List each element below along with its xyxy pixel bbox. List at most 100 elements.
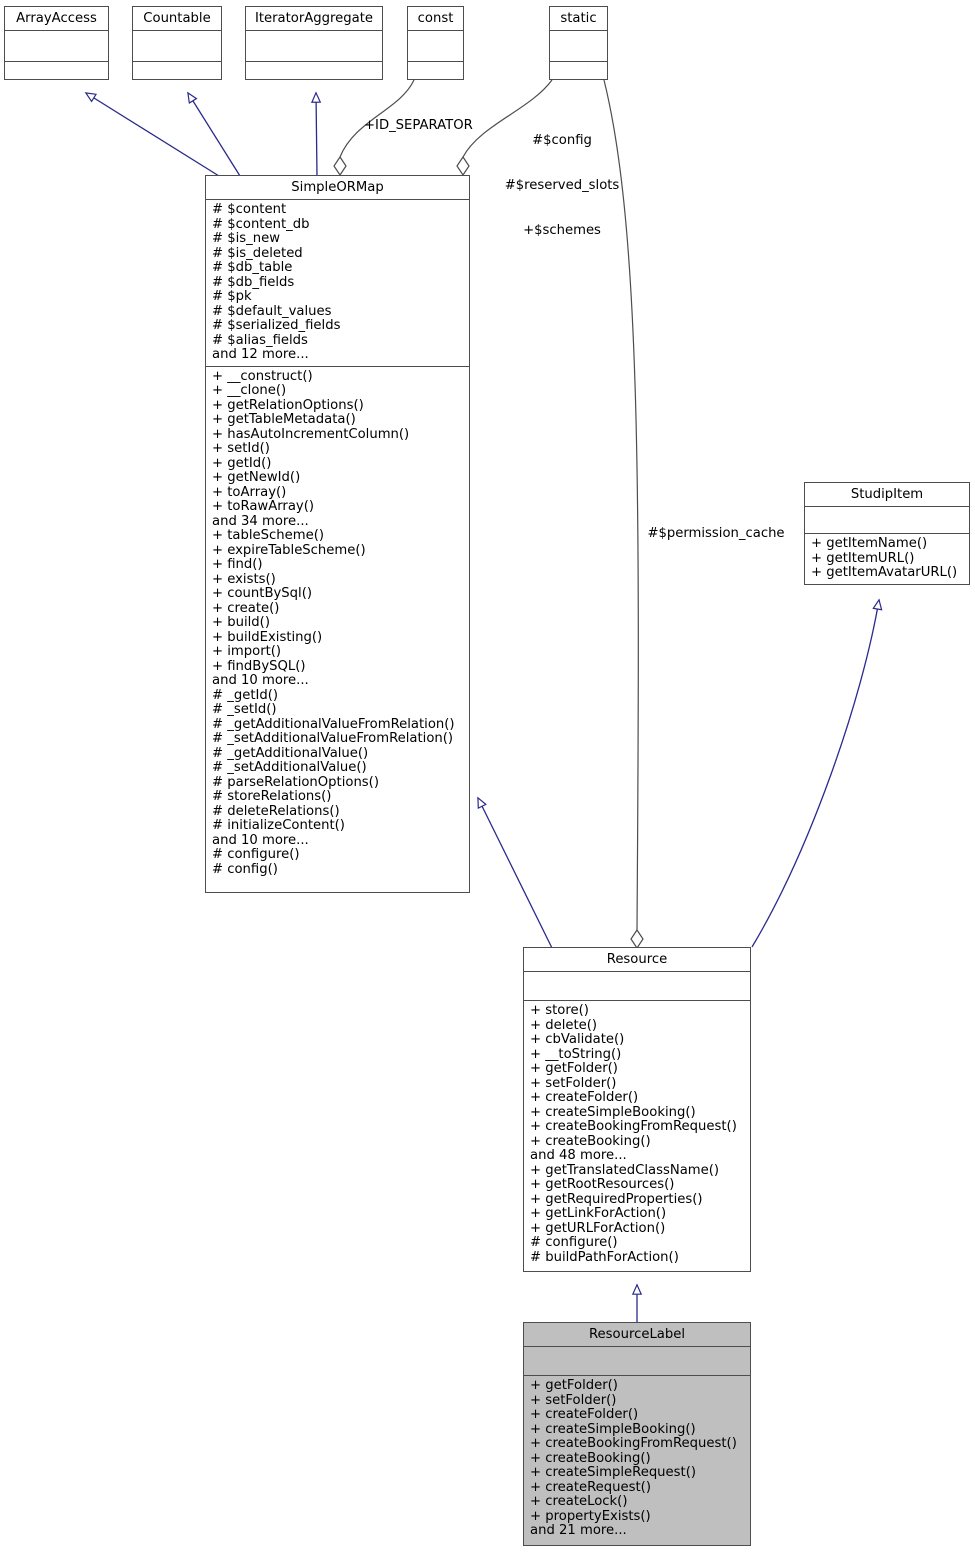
member-row: # _getAdditionalValueFromRelation() xyxy=(212,716,455,732)
class-attributes-const xyxy=(408,31,463,63)
member-row: # $content xyxy=(212,202,287,218)
class-methods-studip-item: + getItemName()+ getItemURL()+ getItemAv… xyxy=(805,534,969,584)
member-row: and 12 more... xyxy=(212,347,309,363)
member-row: and 21 more... xyxy=(530,1523,627,1539)
class-attributes-resource xyxy=(524,972,750,1002)
member-row: + __clone() xyxy=(212,383,287,399)
member-row: # $is_new xyxy=(212,231,281,247)
class-node-studip-item[interactable]: StudipItem + getItemName()+ getItemURL()… xyxy=(804,482,970,585)
member-row: # deleteRelations() xyxy=(212,803,340,819)
class-node-resource-label[interactable]: ResourceLabel + getFolder()+ setFolder()… xyxy=(523,1322,751,1546)
member-row: + buildExisting() xyxy=(212,629,323,645)
member-row: + build() xyxy=(212,615,270,631)
member-row: # $is_deleted xyxy=(212,245,303,261)
class-attributes-countable xyxy=(133,31,221,63)
class-methods-array-access xyxy=(5,62,108,79)
member-row: + getLinkForAction() xyxy=(530,1206,667,1222)
member-row: + getItemURL() xyxy=(811,550,915,566)
member-row: + createBooking() xyxy=(530,1450,651,1466)
class-node-countable[interactable]: Countable xyxy=(132,6,222,80)
class-node-static[interactable]: static xyxy=(549,6,608,80)
class-attributes-iterator-aggregate xyxy=(246,31,382,63)
member-row: + createRequest() xyxy=(530,1479,651,1495)
member-row: + getRootResources() xyxy=(530,1177,675,1193)
member-row: + propertyExists() xyxy=(530,1508,651,1524)
member-row: + import() xyxy=(212,644,282,660)
member-row: + getTableMetadata() xyxy=(212,412,356,428)
member-row: + toArray() xyxy=(212,484,287,500)
member-row: # $alias_fields xyxy=(212,332,308,348)
class-title-countable: Countable xyxy=(133,7,221,32)
class-attributes-simple-ormap: # $content# $content_db# $is_new# $is_de… xyxy=(206,200,469,367)
member-row: + setId() xyxy=(212,441,270,457)
edge-label-id-separator: +ID_SEPARATOR xyxy=(364,118,473,133)
member-row: # $db_fields xyxy=(212,274,295,290)
member-row: # initializeContent() xyxy=(212,818,345,834)
member-row: + getRequiredProperties() xyxy=(530,1191,703,1207)
member-row: # _setAdditionalValue() xyxy=(212,760,367,776)
member-row: and 10 more... xyxy=(212,832,309,848)
member-row: # config() xyxy=(212,861,278,877)
edge-label-config: #$config xyxy=(532,133,592,148)
member-row: # $serialized_fields xyxy=(212,318,341,334)
member-row: + delete() xyxy=(530,1017,598,1033)
member-row: # $db_table xyxy=(212,260,293,276)
class-title-iterator-aggregate: IteratorAggregate xyxy=(246,7,382,32)
class-attributes-static xyxy=(550,31,607,63)
member-row: + hasAutoIncrementColumn() xyxy=(212,426,410,442)
member-row: + getNewId() xyxy=(212,470,301,486)
member-row: + toRawArray() xyxy=(212,499,315,515)
member-row: # configure() xyxy=(530,1235,618,1251)
class-node-resource[interactable]: Resource + store()+ delete()+ cbValidate… xyxy=(523,947,751,1272)
member-row: + setFolder() xyxy=(530,1392,617,1408)
class-node-const[interactable]: const xyxy=(407,6,464,80)
class-title-resource: Resource xyxy=(524,948,750,973)
member-row: + getFolder() xyxy=(530,1378,618,1394)
member-row: # _getId() xyxy=(212,687,279,703)
edge-simpleormap-arrayaccess xyxy=(86,93,220,177)
member-row: + findBySQL() xyxy=(212,658,306,674)
class-methods-countable xyxy=(133,62,221,79)
member-row: + countBySql() xyxy=(212,586,312,602)
member-row: + createLock() xyxy=(530,1494,628,1510)
member-row: # _getAdditionalValue() xyxy=(212,745,369,761)
class-node-array-access[interactable]: ArrayAccess xyxy=(4,6,109,80)
member-row: and 34 more... xyxy=(212,513,309,529)
member-row: # buildPathForAction() xyxy=(530,1249,679,1265)
edge-label-schemes: +$schemes xyxy=(523,223,601,238)
edge-simpleormap-iteratoraggregate xyxy=(316,93,317,177)
member-row: and 48 more... xyxy=(530,1148,627,1164)
member-row: + create() xyxy=(212,600,280,616)
member-row: + createFolder() xyxy=(530,1407,639,1423)
member-row: + getTranslatedClassName() xyxy=(530,1162,720,1178)
member-row: + setFolder() xyxy=(530,1075,617,1091)
member-row: + createSimpleBooking() xyxy=(530,1421,696,1437)
class-attributes-studip-item xyxy=(805,507,969,535)
class-attributes-resource-label xyxy=(524,1347,750,1377)
member-row: + __construct() xyxy=(212,368,313,384)
class-title-static: static xyxy=(550,7,607,32)
class-methods-iterator-aggregate xyxy=(246,62,382,79)
member-row: + createFolder() xyxy=(530,1090,639,1106)
member-row: + createBooking() xyxy=(530,1133,651,1149)
member-row: and 10 more... xyxy=(212,673,309,689)
class-node-iterator-aggregate[interactable]: IteratorAggregate xyxy=(245,6,383,80)
edge-label-permission-cache: #$permission_cache xyxy=(647,526,785,541)
edge-simpleormap-countable xyxy=(188,93,241,177)
member-row: # $pk xyxy=(212,289,252,305)
class-title-const: const xyxy=(408,7,463,32)
member-row: # _setId() xyxy=(212,702,277,718)
class-methods-const xyxy=(408,62,463,79)
member-row: + getItemName() xyxy=(811,536,928,552)
class-title-array-access: ArrayAccess xyxy=(5,7,108,32)
edge-resource-simpleormap xyxy=(478,798,553,949)
member-row: + expireTableScheme() xyxy=(212,542,366,558)
member-row: # parseRelationOptions() xyxy=(212,774,379,790)
edge-label-static-ormap: #$config #$reserved_slots +$schemes xyxy=(497,103,627,268)
member-row: # $default_values xyxy=(212,303,332,319)
class-methods-simple-ormap: + __construct()+ __clone()+ getRelationO… xyxy=(206,367,469,881)
member-row: + __toString() xyxy=(530,1046,622,1062)
member-row: + getURLForAction() xyxy=(530,1220,666,1236)
member-row: + cbValidate() xyxy=(530,1032,625,1048)
class-node-simple-ormap[interactable]: SimpleORMap # $content# $content_db# $is… xyxy=(205,175,470,893)
